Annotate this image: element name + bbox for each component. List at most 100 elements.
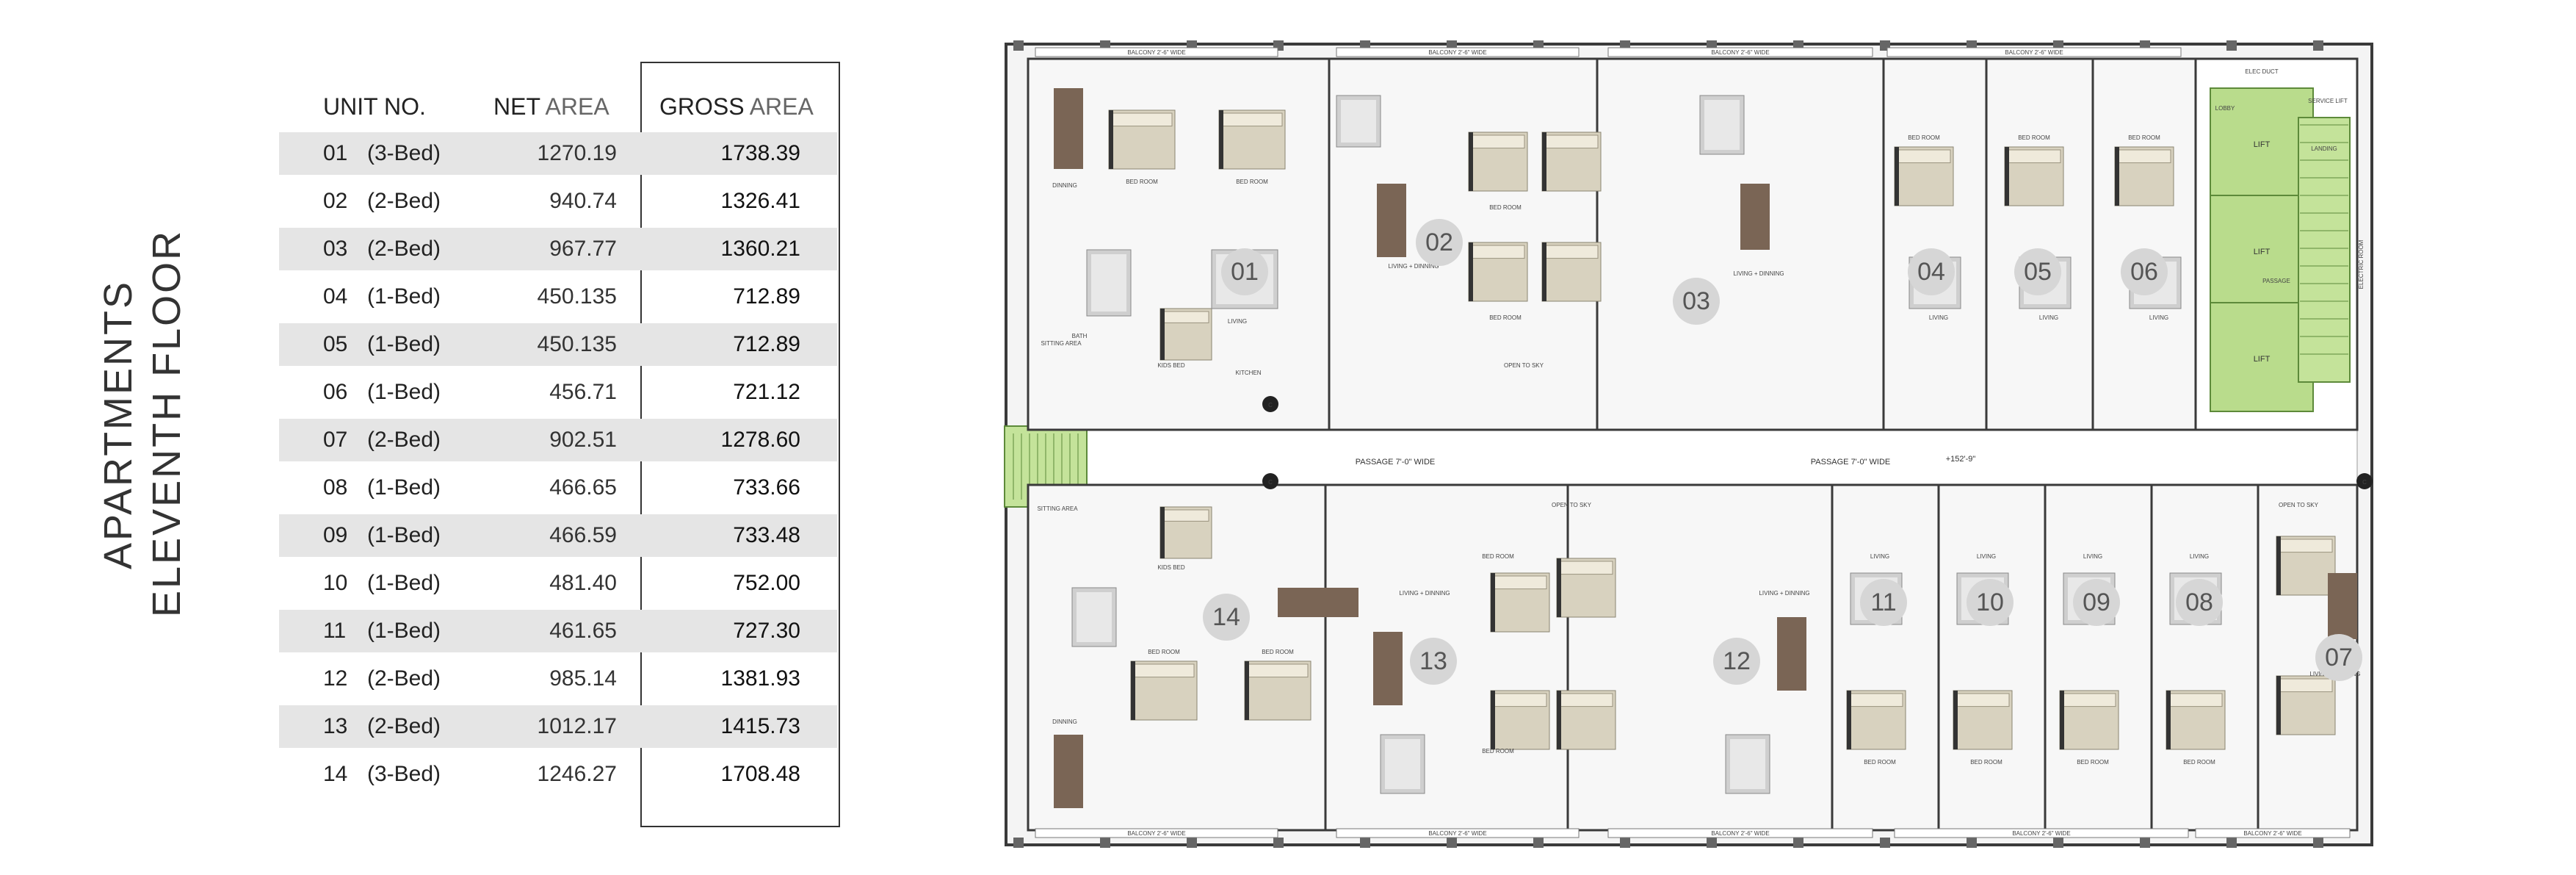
net-area-cell: 1246.27 [537,762,617,786]
unit-bottom-4 [1831,483,1940,832]
unit-number: 11 [323,619,347,643]
pillow [1559,693,1613,707]
table-row: 03 (2-Bed) 967.77 1360.21 [279,228,837,270]
unit-badge [1967,579,2014,626]
unit-cell: 09(1-Bed) [323,514,470,557]
living-label: LIVING [1870,553,1889,560]
c-marker-label: C [1268,402,1273,408]
service-lift-label: SERVICE LIFT [2308,98,2348,104]
balcony-bottom [1894,828,2189,838]
unit-top-6 [2091,57,2197,431]
electric-room-label: ELECTRIC ROOM [2358,240,2365,289]
balcony-label: BALCONY 2'-6" WIDE [1127,49,1185,56]
unit-number: 03 [323,237,348,261]
sofa-seat [1077,592,1112,642]
column-marker [2313,838,2323,848]
unit-number-label: 06 [2130,258,2158,286]
title-line-2: ELEVENTH FLOOR [145,228,189,617]
unit-number-label: 13 [1419,647,1447,675]
column-marker [1880,838,1890,848]
balcony-top [1886,47,2182,57]
unit-type: (1-Bed) [367,284,441,309]
balcony-label: BALCONY 2'-6" WIDE [1127,830,1185,837]
net-area-cell: 466.65 [549,475,617,500]
unit-number-label: 12 [1723,647,1751,675]
dining-table [1777,617,1806,691]
lift-block [2210,87,2314,412]
lift-label: LIFT [2254,140,2271,149]
net-area-cell: 481.40 [549,571,617,595]
dining-table [1054,88,1083,169]
bed-headboard [1895,147,1899,206]
passage-core-label: PASSAGE [2262,278,2290,284]
pillow [1559,561,1613,575]
level-mark: +152'-9" [1946,455,1976,464]
unit-bottom-5 [1937,483,2047,832]
gross-area-cell: 721.12 [733,380,800,404]
unit-cell: 12(2-Bed) [323,658,470,700]
bed-headboard [1160,309,1165,360]
net-area-cell: 1012.17 [537,714,617,738]
column-marker [1100,838,1110,848]
unit-type: (2-Bed) [367,237,441,261]
column-marker [2313,40,2323,51]
header-gross-area: GROSS AREA [659,93,814,120]
bedroom-label: BED ROOM [1970,759,2002,766]
unit-number-label: 03 [1682,287,1710,315]
unit-top-5 [1985,57,2094,431]
column-marker [2140,838,2150,848]
unit-number: 02 [323,189,348,213]
living-dinning-label: LIVING + DINNING [1399,590,1450,597]
bed-headboard [2060,691,2064,749]
bed-headboard [2115,147,2119,206]
net-area-cell: 461.65 [549,619,617,643]
pillow [1493,693,1547,707]
living-label: LIVING [2039,314,2058,321]
column-marker [1793,838,1803,848]
bedroom-label: BED ROOM [1489,314,1522,321]
gross-area-cell: 1360.21 [720,237,800,261]
pillow [2279,678,2333,693]
bed-headboard [1557,691,1561,749]
net-area-cell: 466.59 [549,523,617,547]
bed-headboard [1131,661,1135,720]
unit-type: (1-Bed) [367,380,441,404]
column-marker [2226,40,2237,51]
balcony-top [1607,47,1873,57]
bed-headboard [1219,110,1223,169]
bed-headboard [1469,132,1473,191]
unit-top-4 [1882,57,1988,431]
column-marker [1707,838,1717,848]
unit-number-label: 04 [1917,258,1945,286]
bedroom-label: BED ROOM [1864,759,1896,766]
unit-badge [2121,248,2168,295]
open-to-sky-label: OPEN TO SKY [1552,502,1592,508]
dining-table [1278,588,1358,617]
balcony-bottom [1607,828,1873,838]
unit-number: 07 [323,428,348,452]
lift-label: LIFT [2254,248,2271,256]
column-marker [1013,40,1024,51]
unit-number: 10 [323,571,348,595]
pillow [1849,693,1903,707]
unit-number-label: 09 [2083,588,2110,616]
living-dinning-label: LIVING + DINNING [1388,263,1439,270]
bedroom-label: BED ROOM [2128,134,2160,141]
unit-badge [2315,634,2362,681]
unit-type: (2-Bed) [367,714,441,738]
pillow [1133,663,1195,678]
unit-bottom-6 [2044,483,2153,832]
c-marker-label: C [2362,479,2367,486]
net-area-cell: 902.51 [549,428,617,452]
net-area-cell: 967.77 [549,237,617,261]
balcony-label: BALCONY 2'-6" WIDE [1428,49,1486,56]
dining-table [1377,184,1406,257]
column-marker [1360,838,1370,848]
unit-number-label: 01 [1231,258,1259,286]
